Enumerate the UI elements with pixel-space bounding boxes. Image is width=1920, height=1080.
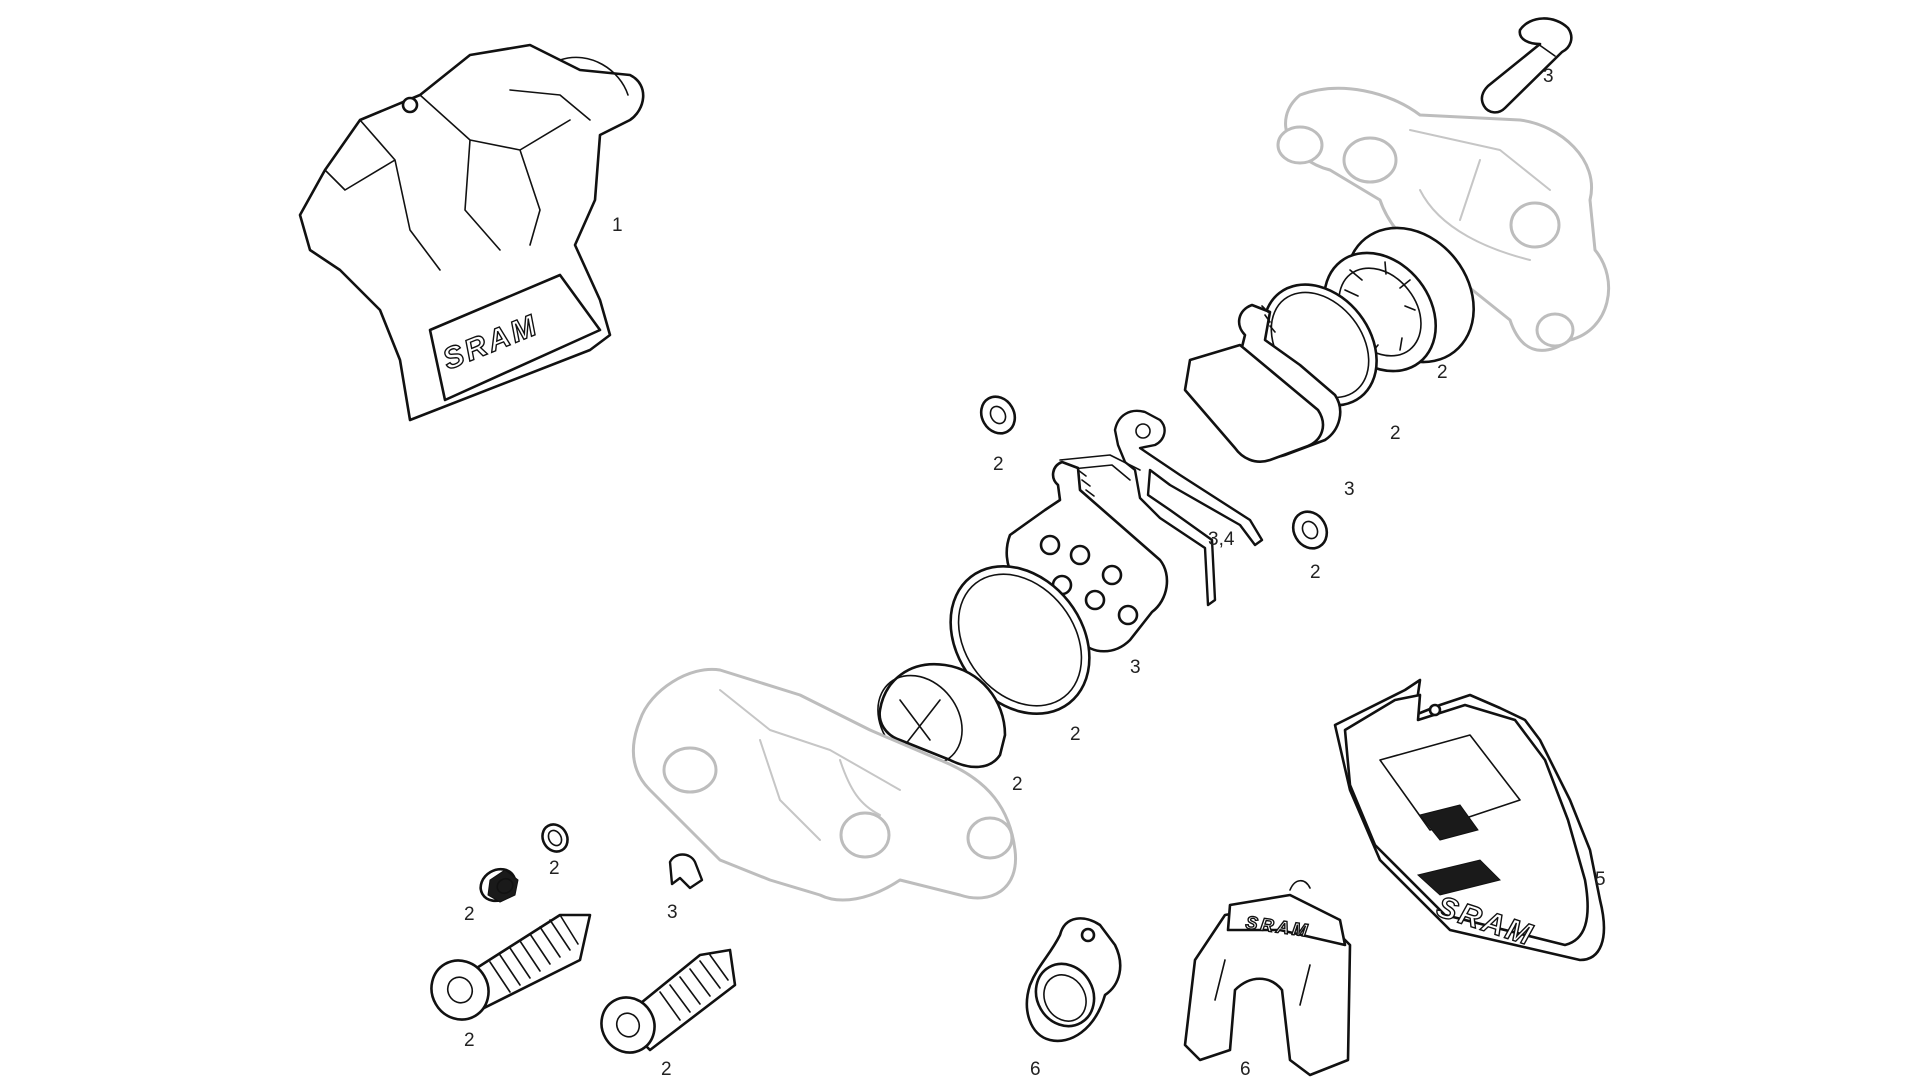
- callout-labels: 1 3 2 2 2 3 3,4 2 3 2 2 5 2 2 3 2 2 6 6: [464, 66, 1606, 1080]
- retainer-clip: [668, 853, 704, 890]
- callout-o-ring-small: 2: [549, 858, 560, 879]
- caliper-assembly: SRAM: [298, 43, 645, 422]
- o-ring-small: [541, 823, 569, 853]
- callout-pad-left: 3: [1130, 657, 1141, 678]
- cover-plate: SRAM: [1333, 678, 1606, 962]
- callout-seal-right: 2: [1390, 423, 1401, 444]
- small-washer-right: [1291, 510, 1329, 550]
- callout-small-washer-upper: 2: [993, 454, 1004, 475]
- bleed-screw: [479, 867, 519, 903]
- piston-left: [877, 662, 1007, 769]
- callout-spring: 3,4: [1208, 529, 1235, 550]
- callout-pin-top: 3: [1543, 66, 1554, 87]
- pad-pin: [1480, 17, 1573, 114]
- callout-piston-left: 2: [1012, 774, 1023, 795]
- callout-caliper-top: 1: [612, 215, 623, 236]
- small-washer-upper: [979, 395, 1017, 435]
- callout-pad-right: 3: [1344, 479, 1355, 500]
- bleed-block: SRAM: [1183, 879, 1352, 1077]
- mounting-bolt-right: [600, 948, 737, 1054]
- callout-seal-left: 2: [1070, 724, 1081, 745]
- callout-bolt-right: 2: [661, 1059, 672, 1080]
- mounting-bolt-left: [430, 913, 592, 1021]
- ghost-caliper-top-right: [1276, 86, 1611, 352]
- callout-cover-plate: 5: [1595, 869, 1606, 890]
- callout-small-washer-right: 2: [1310, 562, 1321, 583]
- callout-bleed-block: 6: [1240, 1059, 1251, 1080]
- brake-pad-right: [1183, 303, 1342, 463]
- ghost-caliper-bottom: [631, 667, 1018, 902]
- callout-bleed-screw: 2: [464, 904, 475, 925]
- callout-bolt-left: 2: [464, 1030, 475, 1051]
- callout-piston-right: 2: [1437, 362, 1448, 383]
- callout-retainer-clip: 3: [667, 902, 678, 923]
- bleed-spacer: [1025, 917, 1122, 1043]
- callout-spacer: 6: [1030, 1059, 1041, 1080]
